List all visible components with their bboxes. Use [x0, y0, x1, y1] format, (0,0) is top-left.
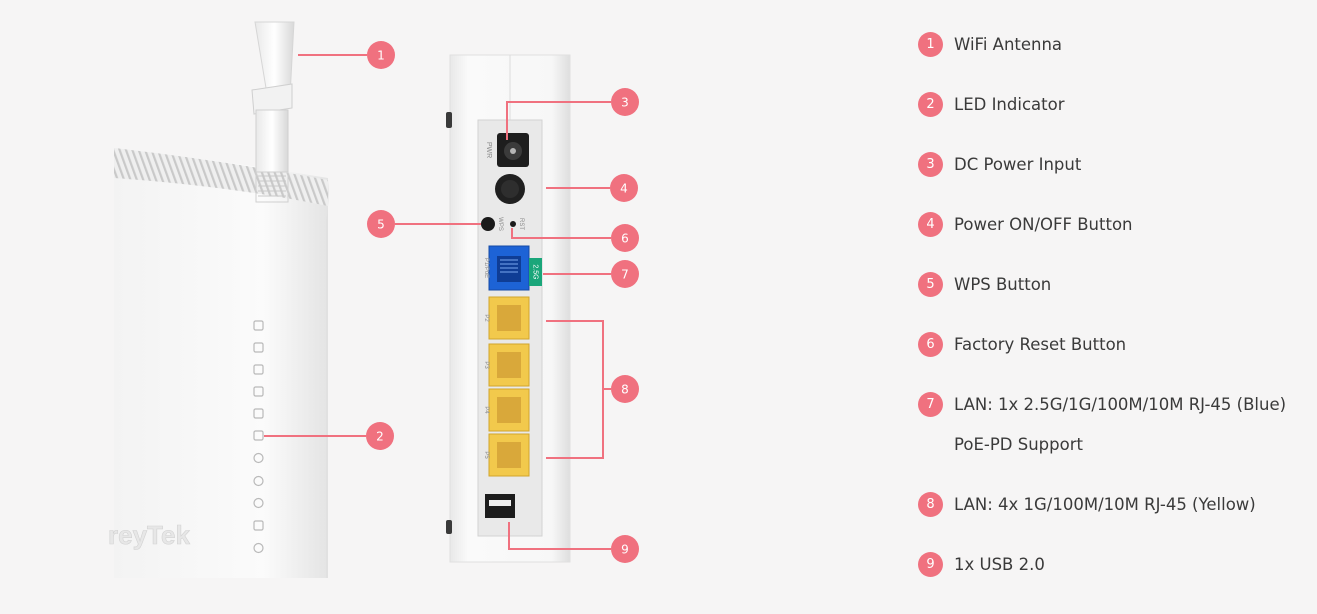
legend-item-led-indicator: 2 LED Indicator [918, 92, 1064, 117]
led-icon-1 [253, 320, 264, 331]
callout-9: 9 [611, 535, 639, 563]
callout-7: 7 [611, 260, 639, 288]
legend-item-factory-reset: 6 Factory Reset Button [918, 332, 1126, 357]
legend-number-badge: 6 [918, 332, 943, 357]
svg-text:8: 8 [621, 383, 629, 397]
dc-power-jack: PWR [485, 133, 529, 167]
router-front-view: reyTek [108, 148, 329, 578]
legend-label: Power ON/OFF Button [954, 215, 1133, 234]
lan-ports-yellow: P2 P3 P4 P5 [483, 296, 530, 477]
lan-port-p5: P5 [483, 433, 530, 477]
legend-label: LAN: 1x 2.5G/1G/100M/10M RJ-45 (Blue) [954, 395, 1287, 414]
led-icon-2 [253, 342, 264, 353]
legend-label: WiFi Antenna [954, 35, 1063, 54]
callout-4: 4 [610, 174, 638, 202]
usb-port [485, 494, 515, 518]
legend-number-badge: 7 [918, 392, 943, 417]
led-icon-4 [253, 386, 264, 397]
lan-port-p4: P4 [483, 388, 530, 432]
led-icon-3 [253, 364, 264, 375]
legend-item-wifi-antenna: 1 WiFi Antenna [918, 32, 1062, 57]
svg-text:1: 1 [377, 49, 385, 63]
lan-port-p2: P2 [483, 296, 530, 340]
legend-number-badge: 3 [918, 152, 943, 177]
legend-label: DC Power Input [954, 155, 1082, 174]
svg-text:6: 6 [621, 232, 629, 246]
legend-label: LAN: 4x 1G/100M/10M RJ-45 (Yellow) [954, 495, 1256, 514]
legend-item-lan-blue: 7 LAN: 1x 2.5G/1G/100M/10M RJ-45 (Blue) … [918, 392, 1286, 457]
legend-number-badge: 8 [918, 492, 943, 517]
legend-label: 1x USB 2.0 [954, 555, 1045, 574]
legend-number-badge: 2 [918, 92, 943, 117]
legend-item-wps-button: 5 WPS Button [918, 272, 1051, 297]
legend-number-badge: 4 [918, 212, 943, 237]
legend-item-usb: 9 1x USB 2.0 [918, 552, 1045, 577]
brand-fragment: reyTek [108, 520, 190, 550]
callout-6: 6 [611, 224, 639, 252]
svg-text:9: 9 [621, 543, 629, 557]
legend: 1 WiFi Antenna 2 LED Indicator 3 DC Powe… [918, 0, 1317, 614]
led-icon-8 [253, 475, 264, 487]
led-icon-6 [253, 430, 264, 441]
legend-label-group: LAN: 1x 2.5G/1G/100M/10M RJ-45 (Blue) Po… [954, 392, 1286, 457]
wifi-antenna [251, 21, 295, 203]
lan-port-p3: P3 [483, 343, 530, 387]
wps-button [481, 217, 495, 231]
p1-poe-label: P1/PoE [483, 258, 489, 278]
legend-label: WPS Button [954, 275, 1052, 294]
router-rear-view: PWR WPS RST P1/PoE 2.5G [446, 54, 571, 563]
callout-3: 3 [611, 88, 639, 116]
legend-number-badge: 9 [918, 552, 943, 577]
callout-1: 1 [367, 41, 395, 69]
led-icon-7 [253, 452, 264, 464]
power-button [495, 174, 525, 204]
led-icon-9 [253, 497, 264, 509]
legend-number-badge: 5 [918, 272, 943, 297]
legend-item-dc-power-input: 3 DC Power Input [918, 152, 1081, 177]
wps-label: WPS [497, 217, 503, 231]
device-diagram: reyTek [108, 21, 639, 578]
led-indicators [253, 320, 264, 554]
badge-2-5g-text: 2.5G [532, 264, 539, 279]
p2-label: P2 [483, 314, 489, 322]
p5-label: P5 [483, 451, 489, 459]
legend-number-badge: 1 [918, 32, 943, 57]
svg-text:2: 2 [376, 430, 384, 444]
callout-bubbles: 1 2 3 4 5 6 7 8 [366, 41, 639, 563]
pwr-label: PWR [485, 142, 492, 158]
svg-text:4: 4 [620, 182, 628, 196]
legend-label-secondary: PoE-PD Support [954, 435, 1083, 454]
svg-text:5: 5 [377, 218, 385, 232]
lan-port-blue: P1/PoE [483, 245, 530, 291]
svg-text:3: 3 [621, 96, 629, 110]
callout-5: 5 [367, 210, 395, 238]
p4-label: P4 [483, 406, 489, 414]
legend-label: LED Indicator [954, 95, 1065, 114]
callout-8: 8 [611, 375, 639, 403]
led-icon-5 [253, 408, 264, 419]
rst-label: RST [518, 218, 524, 230]
legend-item-power-button: 4 Power ON/OFF Button [918, 212, 1133, 237]
callout-2: 2 [366, 422, 394, 450]
legend-item-lan-yellow: 8 LAN: 4x 1G/100M/10M RJ-45 (Yellow) [918, 492, 1256, 517]
legend-label: Factory Reset Button [954, 335, 1127, 354]
leader-lines [264, 54, 611, 550]
power-led-icon [253, 542, 264, 554]
p3-label: P3 [483, 361, 489, 369]
svg-text:7: 7 [621, 268, 629, 282]
led-icon-10 [253, 520, 264, 531]
badge-2-5g: 2.5G [529, 258, 542, 286]
reset-pinhole [510, 221, 516, 227]
